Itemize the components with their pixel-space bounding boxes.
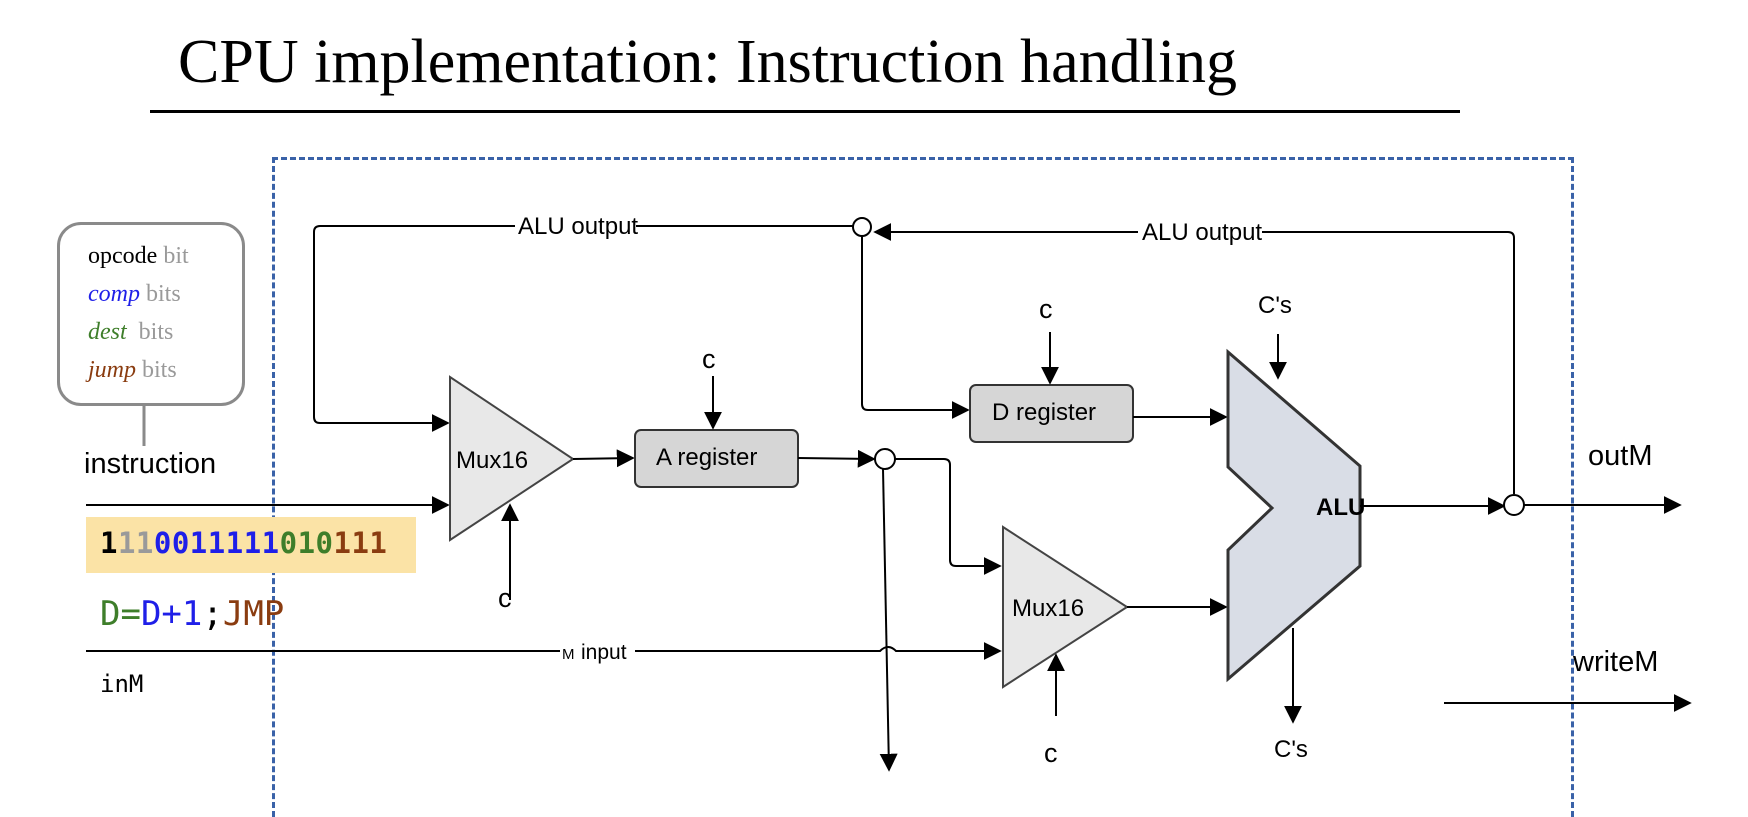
legend-comp: comp bits bbox=[88, 275, 242, 313]
binary-dest-bits: 010 bbox=[279, 526, 334, 560]
legend-jump-suffix: bits bbox=[142, 357, 177, 383]
mux16-b-label: Mux16 bbox=[1012, 595, 1084, 622]
mux16-a-control-label: c bbox=[498, 583, 512, 613]
legend-jump-word: jump bbox=[88, 357, 136, 383]
a-to-mux16-b-wire bbox=[895, 458, 1002, 575]
alu-control-out-label: C's bbox=[1274, 736, 1308, 763]
assembly-instruction: D=D+1;JMP bbox=[100, 594, 284, 634]
binary-comp-bits: 0011111 bbox=[153, 526, 280, 560]
d-register bbox=[969, 384, 1134, 443]
mux16-b bbox=[1002, 525, 1129, 689]
m-input-wire-right bbox=[635, 642, 1002, 660]
alu bbox=[1226, 348, 1362, 683]
title-underline bbox=[150, 110, 1460, 113]
instruction-fields-legend: opcode bit comp bits dest bits jump bits bbox=[57, 222, 245, 406]
outM-label: outM bbox=[1588, 440, 1653, 472]
to-d-register-wire bbox=[861, 236, 970, 419]
binary-unused-bits: 11 bbox=[117, 526, 154, 560]
binary-opcode-bit: 1 bbox=[100, 526, 118, 560]
legend-comp-suffix: bits bbox=[145, 281, 181, 307]
legend-opcode-suffix: bit bbox=[163, 243, 189, 269]
inM-label: inM bbox=[100, 670, 144, 698]
m-input-small-label: M bbox=[562, 646, 575, 663]
d-register-label: D register bbox=[992, 399, 1096, 426]
mux16-b-control-label: c bbox=[1044, 738, 1058, 768]
binary-jump-bits: 111 bbox=[333, 526, 388, 560]
mux16-a-label: Mux16 bbox=[456, 447, 528, 474]
instruction-label: instruction bbox=[84, 448, 217, 480]
alu-control-in-label: C's bbox=[1258, 292, 1292, 319]
a-register-label: A register bbox=[656, 444, 757, 471]
legend-comp-word: comp bbox=[88, 281, 140, 307]
legend-dest-word: dest bbox=[88, 319, 127, 345]
cpu-boundary-dashed-box bbox=[272, 157, 1574, 817]
asm-dest: D= bbox=[100, 594, 141, 634]
asm-separator: ; bbox=[202, 594, 223, 634]
alu-output-junction bbox=[852, 217, 872, 237]
a-register-output-wire bbox=[797, 449, 876, 468]
alu-output-label-right: ALU output bbox=[1142, 219, 1262, 246]
alu-output-feedback-wire bbox=[313, 225, 515, 432]
slide-title: CPU implementation: Instruction handling bbox=[178, 28, 1238, 96]
asm-comp: D+1 bbox=[140, 594, 203, 634]
legend-jump: jump bits bbox=[88, 351, 242, 389]
asm-jump: JMP bbox=[222, 594, 285, 634]
alu-output-label-left: ALU output bbox=[518, 213, 638, 240]
mux16-a bbox=[449, 375, 575, 542]
legend-dest-suffix: bits bbox=[138, 319, 174, 345]
alu-label: ALU bbox=[1316, 494, 1365, 521]
a-output-junction bbox=[874, 448, 896, 470]
legend-opcode: opcode bit bbox=[88, 237, 242, 275]
out-junction bbox=[1503, 494, 1525, 516]
mux-a-to-a-register-wire bbox=[572, 449, 635, 468]
d-register-control-label: c bbox=[1039, 294, 1053, 324]
alu-output-wire-right bbox=[1262, 231, 1515, 494]
address-output-wire bbox=[879, 468, 898, 772]
a-register-control-label: c bbox=[702, 344, 716, 374]
binary-instruction: 1110011111010111 bbox=[100, 526, 387, 560]
binary-instruction-highlight bbox=[86, 517, 416, 573]
legend-opcode-word: opcode bbox=[88, 243, 158, 269]
m-input-label: input bbox=[581, 641, 627, 664]
writeM-label: writeM bbox=[1573, 646, 1659, 678]
legend-dest: dest bits bbox=[88, 313, 242, 351]
